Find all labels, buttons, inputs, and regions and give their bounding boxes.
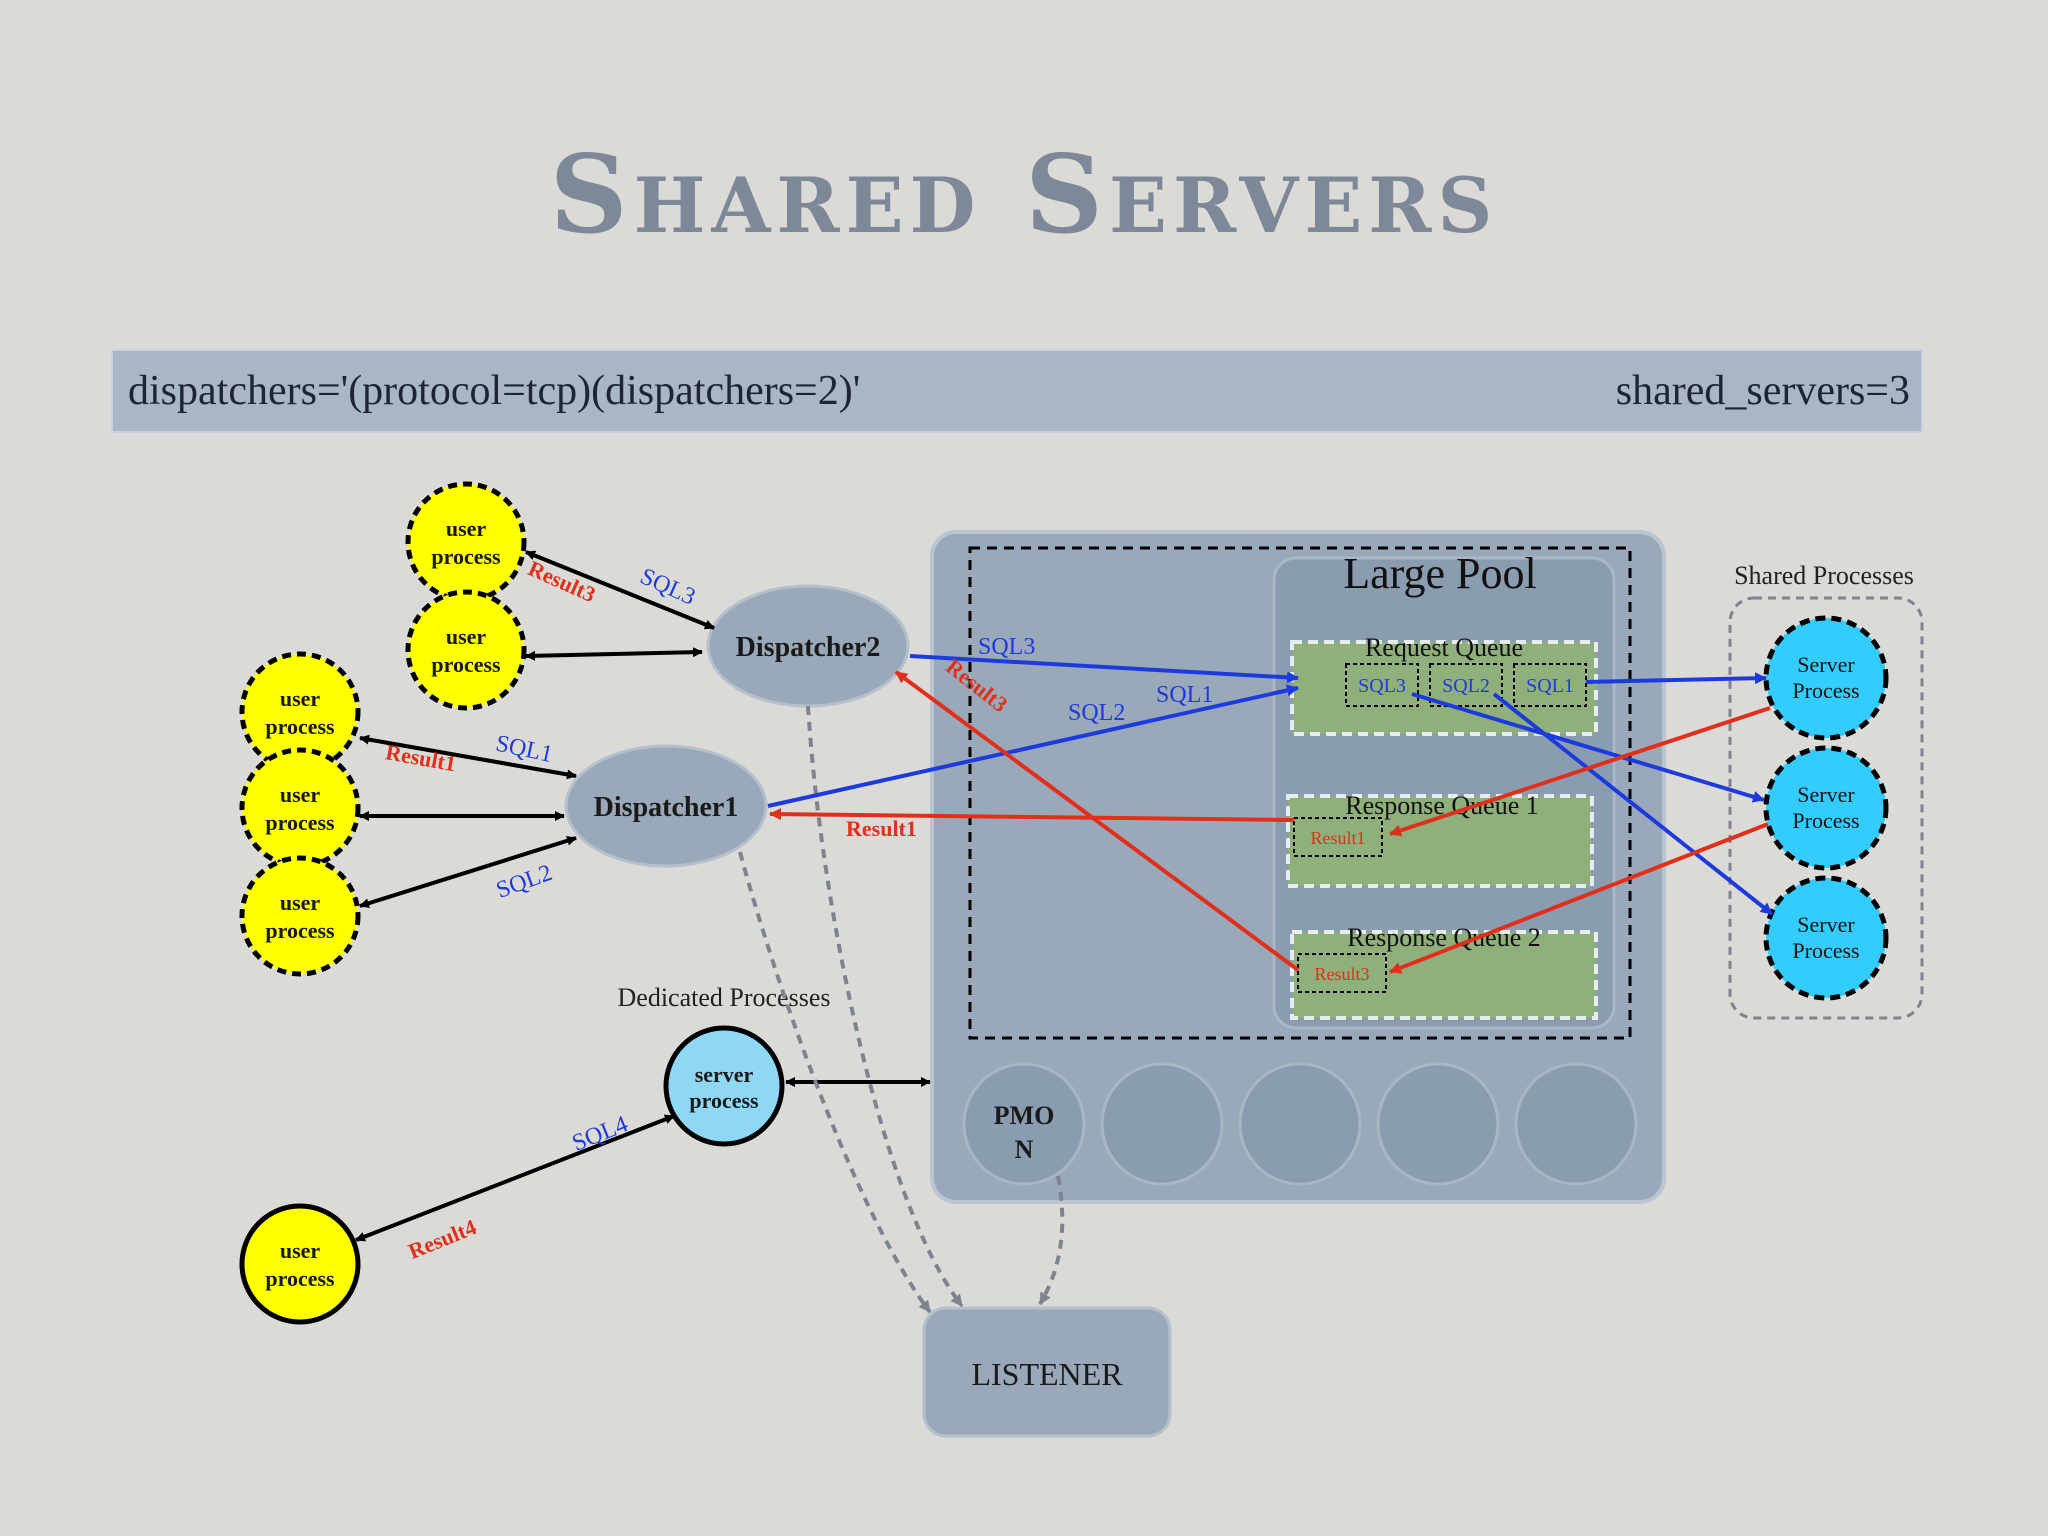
arrow-result1-to-dispatcher1 xyxy=(769,808,1295,822)
user-process-4-line2: process xyxy=(265,810,335,835)
arrow-result-server2-to-response2 xyxy=(1389,822,1769,974)
dispatcher1-label: Dispatcher1 xyxy=(594,792,739,823)
pmon-label-line2: N xyxy=(1015,1135,1034,1164)
background-process-4 xyxy=(1376,1062,1500,1186)
label-sql1-dispatcher: SQL1 xyxy=(1156,682,1213,708)
request-item-sql3-label: SQL3 xyxy=(1358,675,1406,697)
arrow-dispatcher1-listener xyxy=(738,851,932,1314)
dedicated-server-line2: process xyxy=(689,1088,759,1113)
label-result1-user: Result1 xyxy=(384,739,458,776)
label-sql2-user: SQL2 xyxy=(493,860,556,904)
response-item-result1-label: Result1 xyxy=(1310,828,1365,848)
response-item-result1 xyxy=(1293,817,1383,857)
background-process-5 xyxy=(1514,1062,1638,1186)
user-process-2-line2: process xyxy=(431,652,501,677)
request-item-sql3 xyxy=(1345,663,1419,707)
shared-server-1-line1: Server xyxy=(1797,652,1855,677)
dedicated-processes-title: Dedicated Processes xyxy=(618,983,831,1012)
arrow-user2-dispatcher2 xyxy=(525,647,703,661)
shared-server-3-line2: Process xyxy=(1792,938,1859,963)
background-process-3 xyxy=(1238,1062,1362,1186)
request-item-sql2 xyxy=(1429,663,1503,707)
response-item-result3-label: Result3 xyxy=(1314,964,1369,984)
arrow-user6-dedicated xyxy=(355,1114,675,1242)
label-sql4: SQL4 xyxy=(569,1111,632,1157)
arrow-sql1-to-server1 xyxy=(1585,672,1767,685)
request-item-sql2-label: SQL2 xyxy=(1442,675,1490,697)
user-process-dedicated: user process xyxy=(239,1203,361,1325)
shared-server-process-2: Server Process xyxy=(1763,745,1889,871)
user-process-3: user process xyxy=(239,651,361,773)
dedicated-server-line1: server xyxy=(695,1062,754,1087)
label-result4: Result4 xyxy=(405,1214,480,1264)
user-process-3-line2: process xyxy=(265,714,335,739)
response-queue-2-label: Response Queue 2 xyxy=(1347,923,1541,952)
shared-server-process-1: Server Process xyxy=(1763,615,1889,741)
user-process-1-line1: user xyxy=(446,516,487,541)
shared-processes-group xyxy=(1728,596,1924,1020)
user-process-6-line1: user xyxy=(280,1238,321,1263)
user-process-3-line1: user xyxy=(280,686,321,711)
sga-dashed-region xyxy=(968,546,1632,1040)
dispatchers-parameter: dispatchers='(protocol=tcp)(dispatchers=… xyxy=(128,368,860,414)
user-process-5-line1: user xyxy=(280,890,321,915)
dispatcher2-label: Dispatcher2 xyxy=(736,632,881,663)
shared-processes-title: Shared Processes xyxy=(1734,561,1914,590)
user-process-1-line2: process xyxy=(431,544,501,569)
request-queue xyxy=(1290,640,1598,736)
arrow-sql-dispatcher1-to-request xyxy=(767,684,1299,808)
response-item-result3 xyxy=(1297,953,1387,993)
arrow-sql2-to-server3 xyxy=(1492,692,1774,916)
arrow-sql3-dispatcher2-to-request xyxy=(909,654,1299,684)
user-process-5: user process xyxy=(239,855,361,977)
user-process-4-line1: user xyxy=(280,782,321,807)
shared-server-3-line1: Server xyxy=(1797,912,1855,937)
dispatcher1-node: Dispatcher1 xyxy=(564,744,768,868)
request-item-sql1-label: SQL1 xyxy=(1526,675,1574,697)
arrow-user5-dispatcher1 xyxy=(359,835,577,909)
user-process-2: user process xyxy=(405,589,527,711)
large-pool-title: Large Pool xyxy=(1343,549,1537,598)
arrow-sql3-to-server2 xyxy=(1411,692,1765,803)
arrow-result3-to-dispatcher2 xyxy=(894,670,1300,972)
background-process-2 xyxy=(1100,1062,1224,1186)
listener-box xyxy=(922,1306,1172,1438)
user-process-2-line1: user xyxy=(446,624,487,649)
shared-server-2-line1: Server xyxy=(1797,782,1855,807)
label-result1-dispatcher: Result1 xyxy=(846,816,917,841)
shared-server-1-line2: Process xyxy=(1792,678,1859,703)
label-result3-user: Result3 xyxy=(525,556,600,608)
user-process-4: user process xyxy=(239,747,361,869)
listener-label: LISTENER xyxy=(971,1356,1123,1392)
response-queue-2 xyxy=(1290,930,1598,1020)
arrow-result-server1-to-response1 xyxy=(1389,706,1771,837)
label-sql2-dispatcher: SQL2 xyxy=(1068,700,1125,726)
dispatcher2-node: Dispatcher2 xyxy=(706,584,910,708)
parameter-banner xyxy=(111,349,1923,433)
dedicated-server-process: server process xyxy=(663,1025,785,1147)
pmon-process xyxy=(962,1062,1086,1186)
user-process-5-line2: process xyxy=(265,918,335,943)
arrow-user1-dispatcher2 xyxy=(525,550,715,630)
label-sql3-user: SQL3 xyxy=(636,564,699,611)
request-queue-label: Request Queue xyxy=(1365,633,1523,662)
user-process-6-line2: process xyxy=(265,1266,335,1291)
arrow-pmon-listener xyxy=(1038,1175,1065,1306)
arrow-user3-dispatcher1 xyxy=(359,734,577,780)
label-sql3-dispatcher: SQL3 xyxy=(978,634,1035,660)
request-item-sql1 xyxy=(1513,663,1587,707)
shared-servers-parameter: shared_servers=3 xyxy=(1616,368,1910,414)
shared-server-process-3: Server Process xyxy=(1763,875,1889,1001)
user-process-1: user process xyxy=(405,481,527,603)
response-queue-1 xyxy=(1286,794,1594,888)
slide-title: Shared Servers xyxy=(550,132,1499,258)
shared-server-2-line2: Process xyxy=(1792,808,1859,833)
pmon-label-line1: PMO xyxy=(994,1101,1055,1130)
